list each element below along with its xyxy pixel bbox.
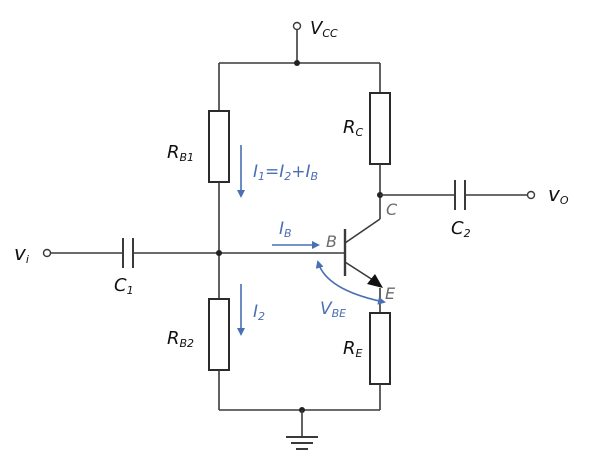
label-vi: vi (14, 241, 29, 266)
label-rc: RC (343, 117, 364, 139)
junction-dot-top (294, 60, 300, 66)
capacitor-c2 (454, 180, 466, 210)
input-terminal (42, 248, 52, 258)
resistor-rc (369, 92, 391, 165)
resistor-rb2 (208, 298, 230, 371)
label-rb2: RB2 (167, 328, 194, 350)
output-terminal (526, 190, 536, 200)
label-ib: IB (279, 219, 292, 240)
resistor-re (369, 312, 391, 385)
label-c1: C1 (114, 275, 134, 297)
label-vo: vO (548, 182, 569, 207)
label-vcc: VCC (310, 18, 338, 40)
label-c2: C2 (451, 218, 471, 240)
label-collector-terminal: C (386, 200, 398, 219)
label-base-terminal: B (326, 232, 337, 251)
junction-dot-base (216, 250, 222, 256)
vcc-terminal (292, 21, 302, 63)
resistor-rb1 (208, 110, 230, 183)
capacitor-c1 (122, 238, 134, 268)
label-i1-equation: I1=I2+IB (253, 162, 318, 183)
arrow-vbe (315, 260, 386, 305)
label-rb1: RB1 (167, 142, 194, 164)
ground-icon (286, 410, 318, 450)
label-i2: I2 (253, 302, 265, 323)
label-re: RE (343, 338, 363, 360)
label-emitter-terminal: E (385, 284, 396, 303)
npn-transistor (343, 218, 383, 288)
label-vbe: VBE (320, 299, 346, 320)
